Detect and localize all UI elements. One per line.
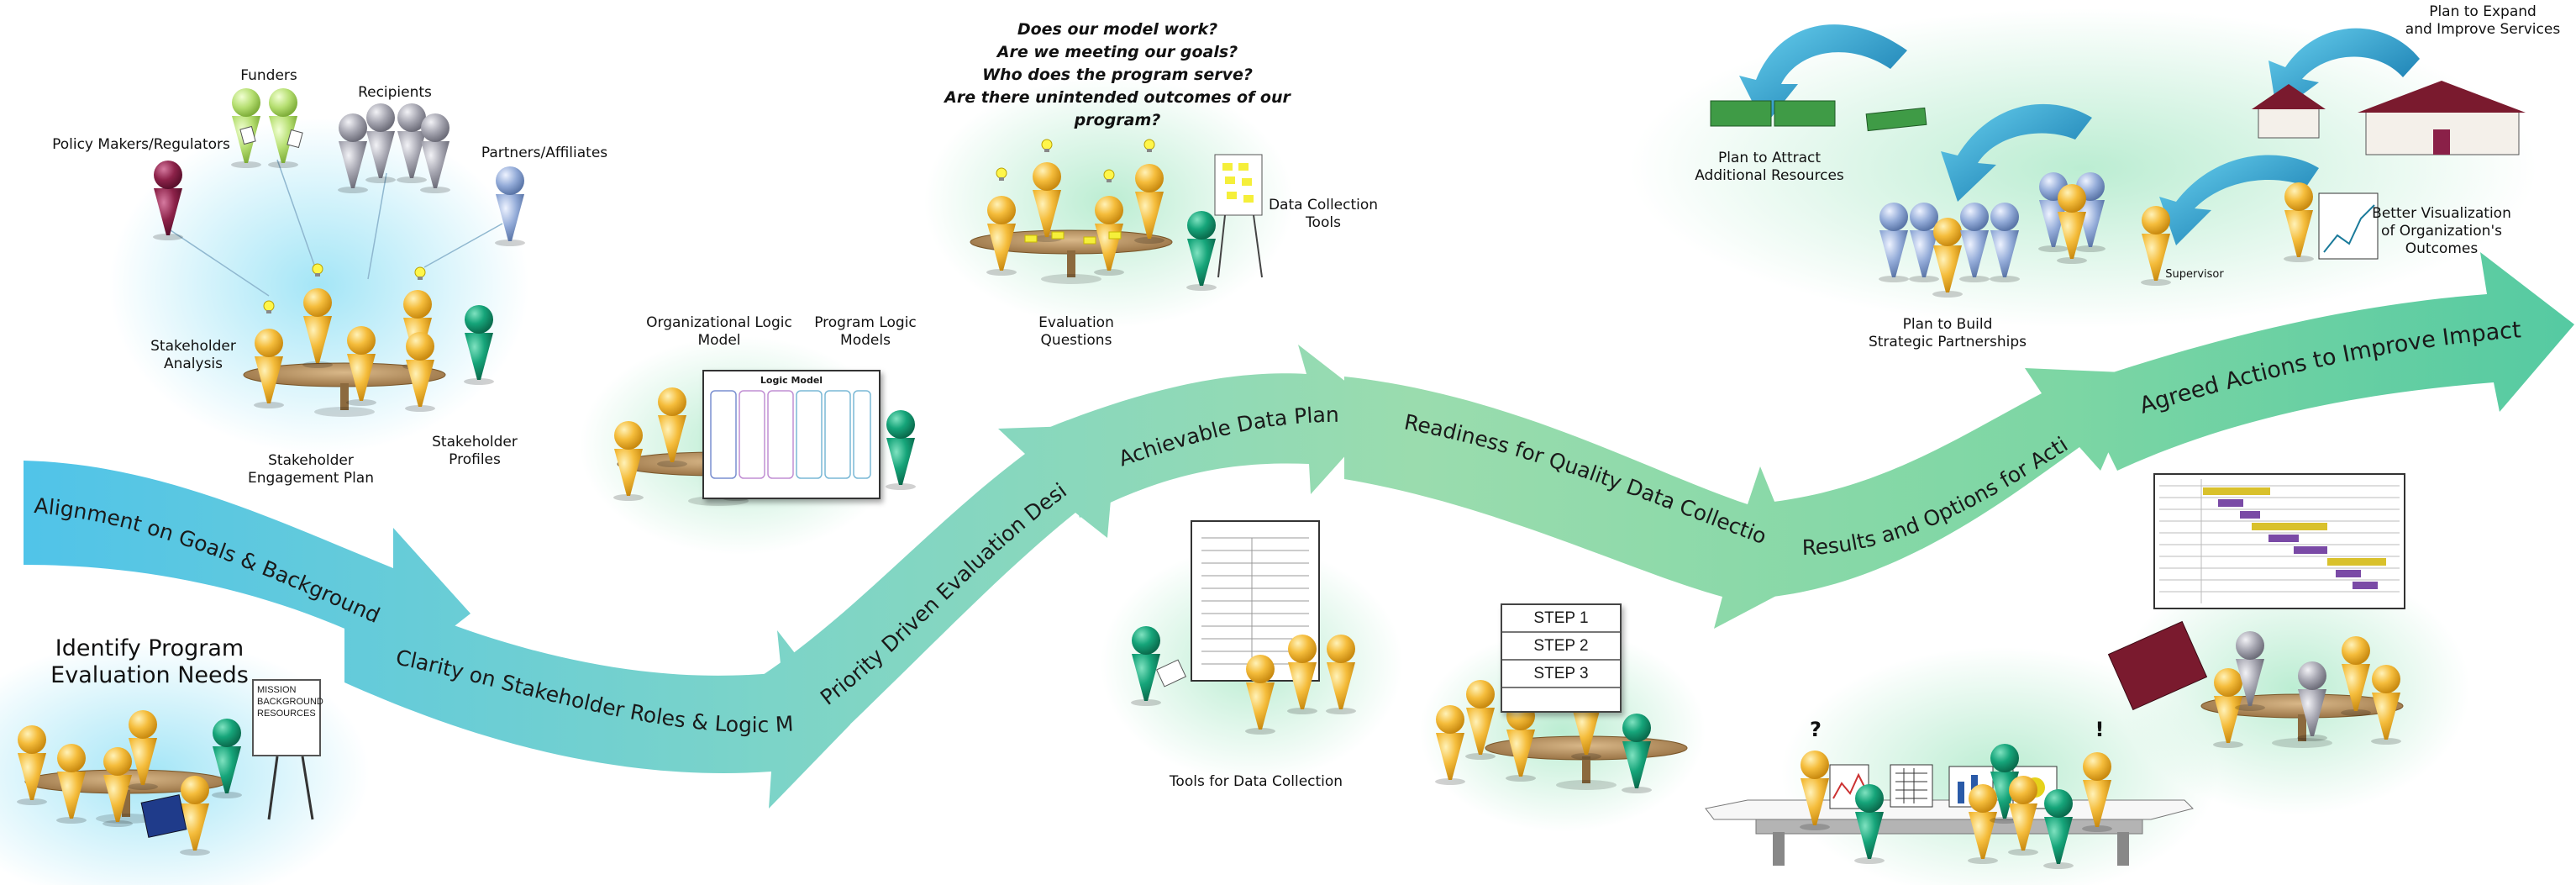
visualization-arrow bbox=[2159, 155, 2319, 245]
identify-needs-line2: Evaluation Needs bbox=[50, 662, 249, 688]
board-background: BACKGROUND bbox=[257, 697, 323, 707]
results-group bbox=[1705, 744, 2194, 869]
question-2: Are we meeting our goals? bbox=[996, 43, 1238, 61]
partnership-arrow bbox=[1941, 103, 2092, 202]
growth-chart-icon bbox=[2318, 192, 2379, 260]
tools-group bbox=[1131, 520, 1356, 735]
step-2: STEP 2 bbox=[1502, 633, 1620, 661]
gantt-group bbox=[2107, 473, 2405, 749]
partners-label: Partners/Affiliates bbox=[481, 145, 608, 161]
supervisor-label: Supervisor bbox=[2165, 268, 2224, 281]
exclamation-mark: ! bbox=[2095, 718, 2105, 741]
funders-label: Funders bbox=[240, 67, 297, 84]
stage-arrow-2 bbox=[344, 580, 850, 809]
identify-needs-title: Identify Program Evaluation Needs bbox=[40, 635, 259, 689]
steps-chart: STEP 1 STEP 2 STEP 3 bbox=[1501, 603, 1622, 713]
stage-arrow-3 bbox=[744, 424, 1117, 782]
identify-needs-line1: Identify Program bbox=[55, 635, 244, 661]
money-stacks bbox=[1710, 100, 1927, 132]
report-book-icon bbox=[2107, 620, 2208, 711]
evaluation-questions-list: Does our model work? Are we meeting our … bbox=[924, 18, 1311, 132]
mission-board: MISSION BACKGROUND RESOURCES bbox=[252, 679, 323, 756]
question-4: Are there unintended outcomes of our pro… bbox=[944, 88, 1291, 129]
step-3: STEP 3 bbox=[1502, 661, 1620, 688]
logic-model-columns bbox=[710, 390, 871, 479]
recipients-label: Recipients bbox=[358, 84, 432, 101]
question-3: Who does the program serve? bbox=[982, 66, 1253, 84]
board-mission: MISSION bbox=[257, 685, 297, 695]
step-1: STEP 1 bbox=[1502, 605, 1620, 633]
stage-arrow-7 bbox=[2075, 252, 2574, 471]
eval-questions-group bbox=[970, 139, 1263, 291]
identify-group bbox=[17, 710, 314, 856]
expand-arrow bbox=[2268, 28, 2420, 113]
process-ribbon bbox=[24, 252, 2574, 809]
question-mark: ? bbox=[1810, 718, 1822, 741]
logic-model-card: Logic Model bbox=[702, 370, 881, 499]
checklist-icon bbox=[1155, 659, 1187, 687]
board-resources: RESOURCES bbox=[257, 709, 316, 719]
tools-for-data-collection-label: Tools for Data Collection bbox=[1169, 773, 1343, 790]
stage-arrow-5 bbox=[1344, 377, 1806, 629]
large-house-icon bbox=[2358, 81, 2526, 155]
binder-icon bbox=[140, 794, 187, 838]
funder-document-icon bbox=[239, 125, 256, 145]
stage-arrow-4 bbox=[1050, 345, 1385, 518]
logic-model-card-title: Logic Model bbox=[760, 375, 823, 386]
question-1: Does our model work? bbox=[1017, 20, 1218, 39]
stage-arrow-6 bbox=[1748, 368, 2142, 598]
stakeholder-lines bbox=[167, 159, 503, 297]
funder-document-icon bbox=[287, 129, 303, 149]
small-house-icon bbox=[2252, 84, 2326, 139]
outcomes-group bbox=[1710, 24, 2526, 298]
glow-gantt bbox=[2117, 563, 2470, 815]
policy-makers-label: Policy Makers/Regulators bbox=[52, 136, 230, 153]
